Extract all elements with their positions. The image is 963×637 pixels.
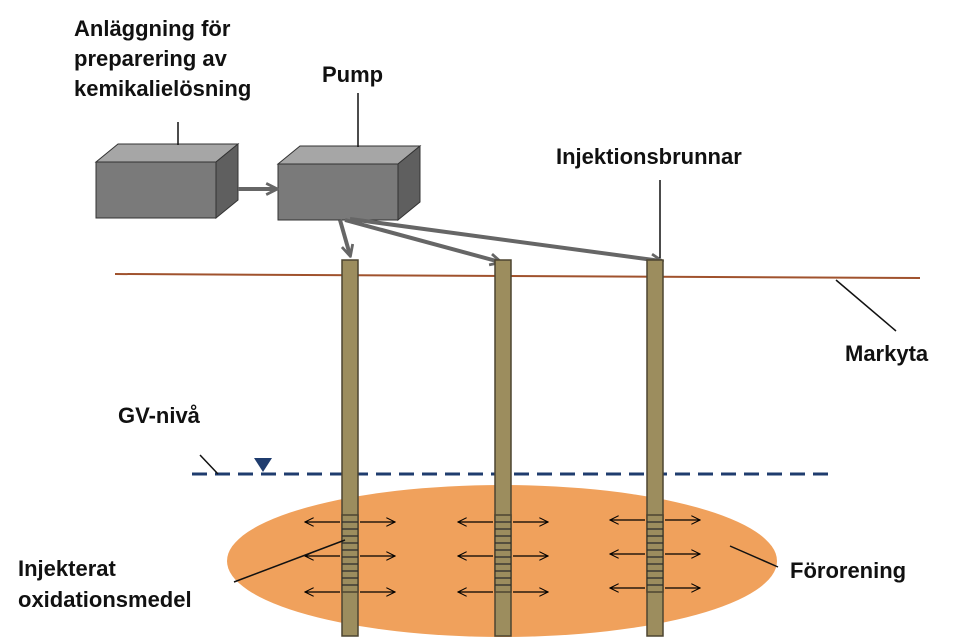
leader-contamination [729,545,779,568]
label-groundwater-level: GV-nivå [118,403,201,428]
preparation-unit-box [94,142,240,220]
label-pump: Pump [322,62,383,87]
well-screen [494,514,512,593]
injection-well-3 [646,259,664,637]
injection-well-2 [494,259,512,637]
pump-box [276,144,422,222]
label-injection-wells: Injektionsbrunnar [556,144,742,169]
water-table-triangle-icon [254,458,272,472]
leader-injected-oxidant [233,539,346,583]
well-screen [646,514,664,593]
well-screen [341,514,359,593]
spread-arrows-well-3 [610,520,700,588]
spread-arrows-well-2 [458,522,548,592]
label-injected-oxidant-line-1: Injekterat [18,556,116,581]
label-preparation-line-3: kemikalielösning [74,76,251,101]
label-injected-oxidant-line-2: oxidationsmedel [18,587,192,612]
leader-groundwater-level [199,454,219,475]
label-ground-surface: Markyta [845,341,929,366]
ground-surface-line [114,273,921,279]
injection-well-1 [341,259,359,637]
label-contamination: Förorening [790,558,906,583]
flow-arrow-to-well-2 [344,218,500,262]
flow-arrow-to-well-1 [338,219,350,255]
spread-arrows-well-1 [305,522,395,592]
label-preparation-line-1: Anläggning för [74,16,231,41]
flow-arrow-to-well-3 [349,217,661,261]
label-preparation-line-2: preparering av [74,46,228,71]
leader-ground-surface [835,279,897,332]
